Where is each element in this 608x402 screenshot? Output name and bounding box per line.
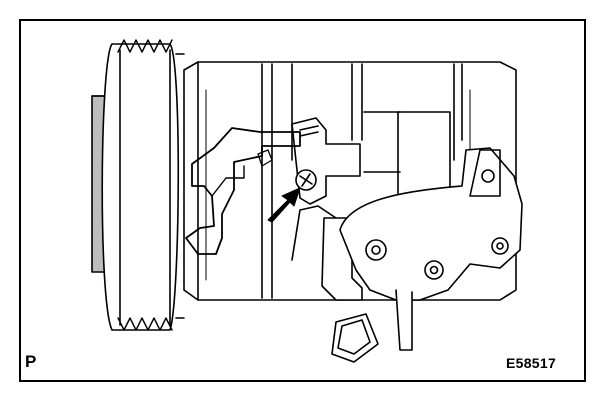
bracket — [185, 127, 301, 255]
compressor-body — [183, 61, 517, 301]
compressor-pulley — [91, 39, 185, 331]
figure-id: E58517 — [506, 355, 557, 371]
bolt — [295, 169, 317, 191]
direction-arrow — [267, 187, 301, 223]
corner-letter: P — [25, 352, 37, 371]
harness-clamp — [321, 147, 523, 363]
